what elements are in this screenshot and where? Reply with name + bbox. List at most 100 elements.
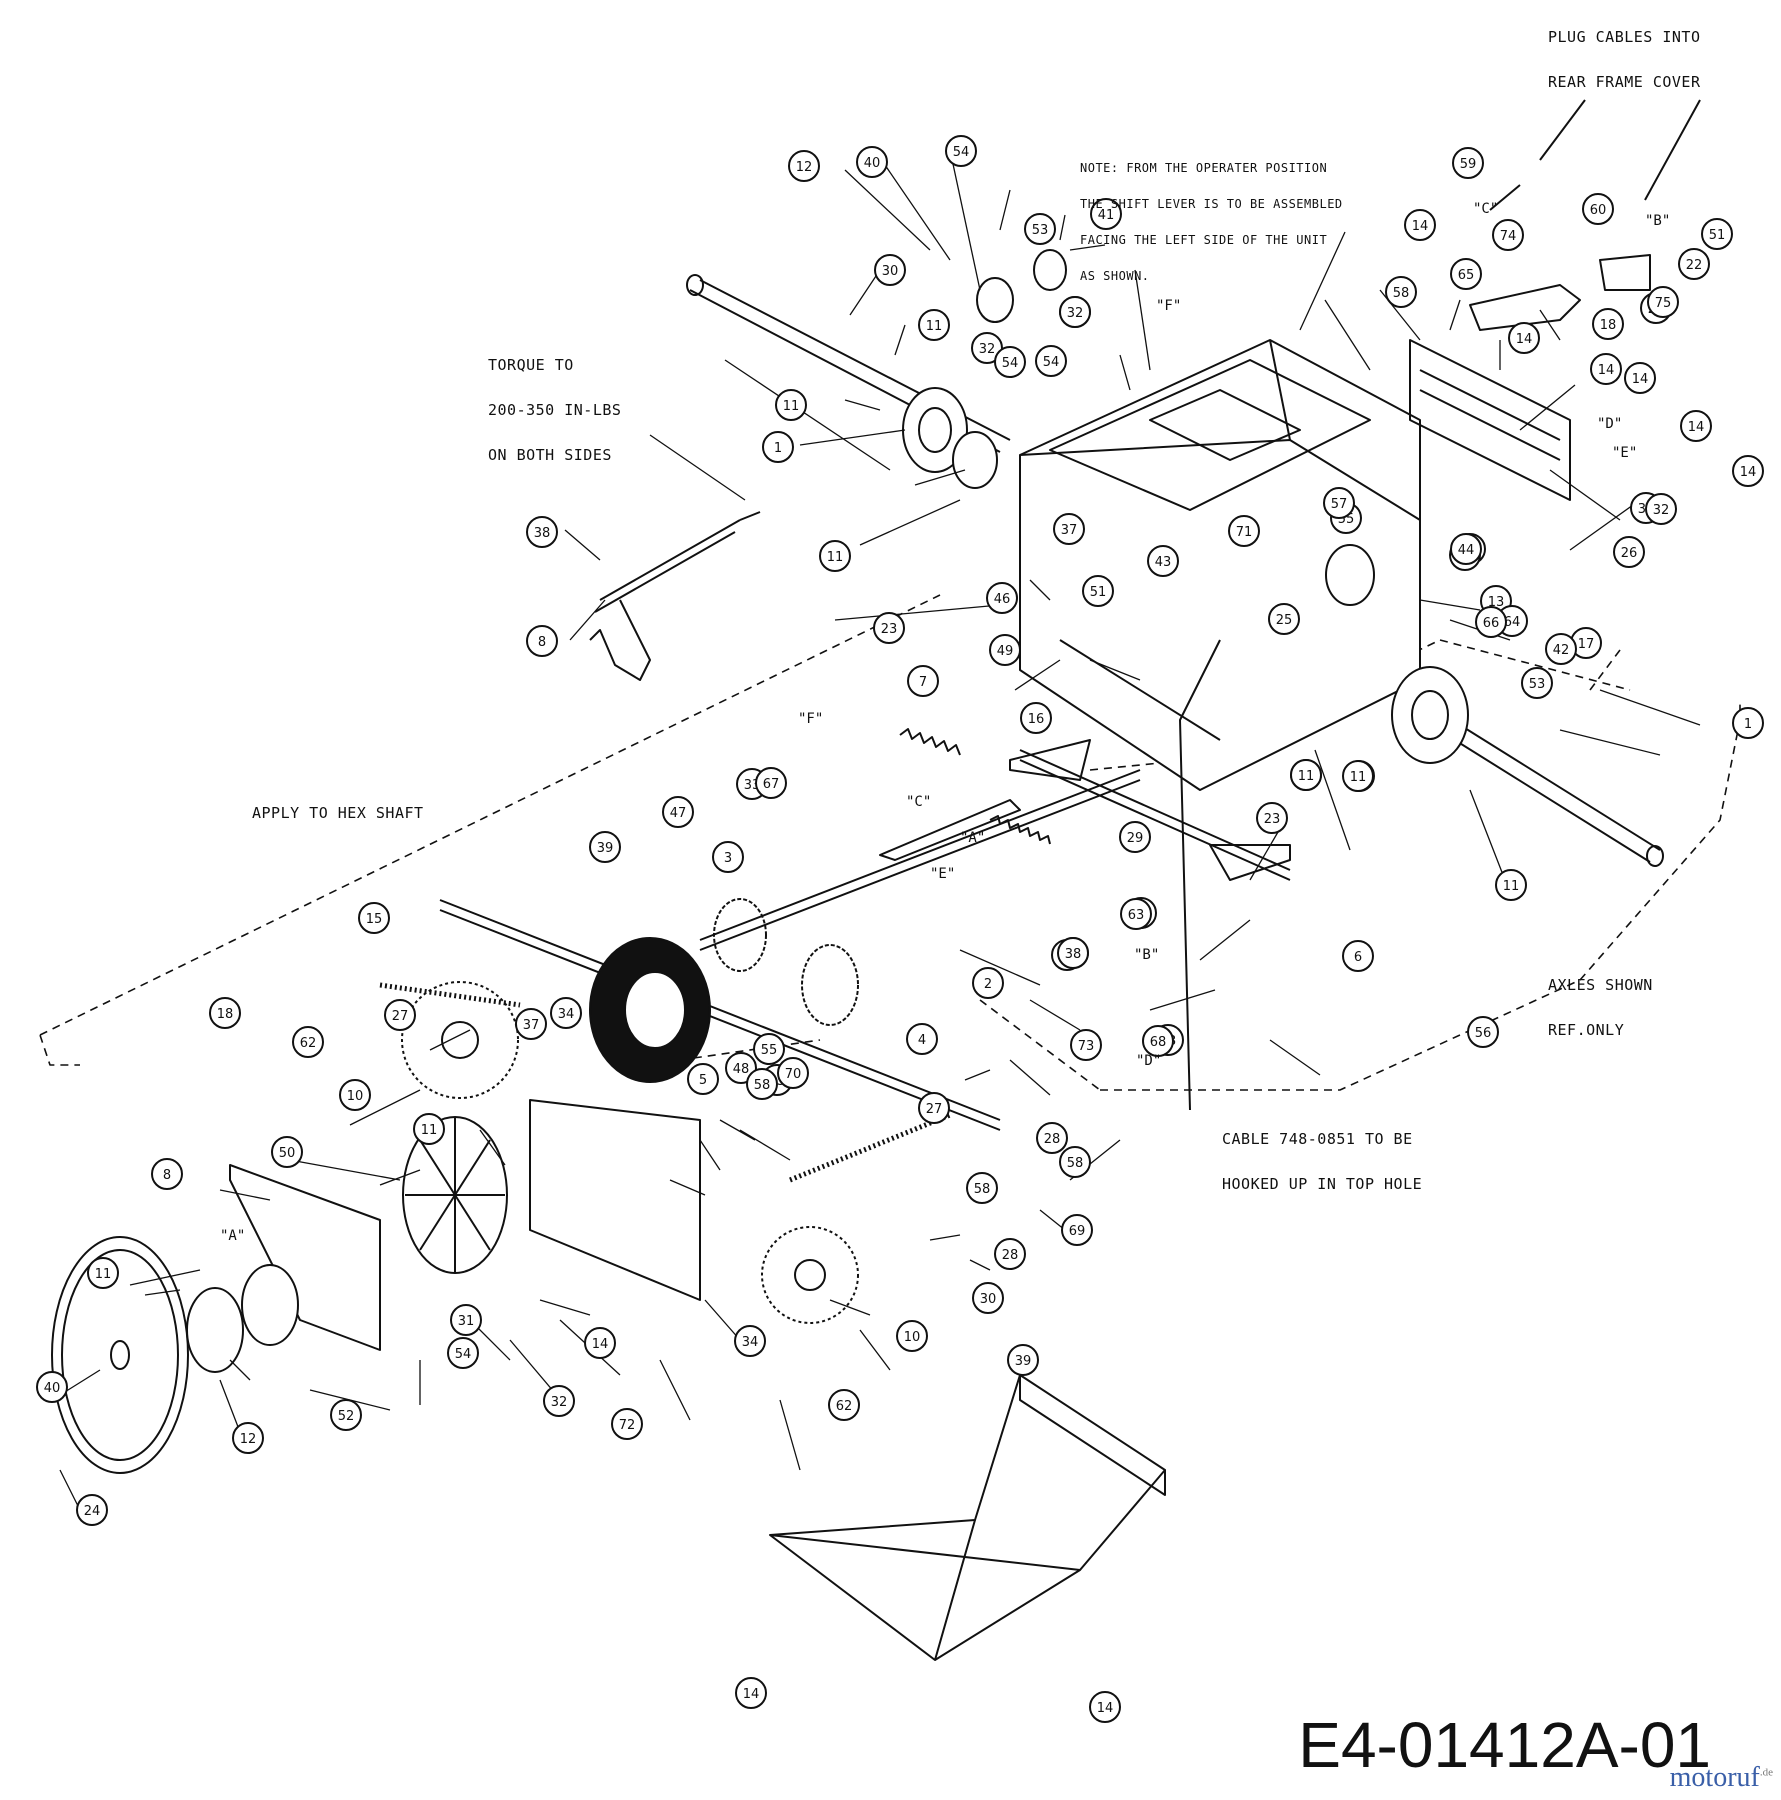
leader-lines — [59, 149, 1701, 1521]
balloon-number: 64 — [1504, 615, 1521, 630]
balloon-circle — [1521, 667, 1553, 699]
balloon-number: 55 — [761, 1043, 778, 1058]
callout-balloons: 1123456788101011111111111111111111121213… — [36, 135, 1764, 1723]
balloon-circle — [1147, 545, 1179, 577]
callout-balloon-72: 72 — [611, 1408, 643, 1440]
note-hex-shaft: APPLY TO HEX SHAFT — [252, 776, 424, 836]
balloon-circle — [526, 516, 558, 548]
watermark-text: motoruf — [1669, 1762, 1760, 1793]
balloon-circle — [1645, 493, 1677, 525]
hub-50 — [186, 1264, 299, 1373]
drive-gear-5 — [589, 937, 711, 1083]
callout-balloon-37: 37 — [1053, 513, 1085, 545]
balloon-circle — [994, 1238, 1026, 1270]
balloon-number: 28 — [1002, 1248, 1019, 1263]
callout-balloon-49: 49 — [989, 634, 1021, 666]
balloon-number: 73 — [1078, 1039, 1095, 1054]
balloon-circle — [450, 1304, 482, 1336]
callout-balloon-70: 70 — [777, 1057, 809, 1089]
balloon-number: 54 — [953, 145, 970, 160]
balloon-number: 57 — [1331, 497, 1348, 512]
balloon-number: 58 — [754, 1078, 771, 1093]
balloon-number: 48 — [733, 1062, 750, 1077]
balloon-circle — [662, 796, 694, 828]
balloon-number: 66 — [1483, 616, 1500, 631]
callout-balloon-71: 71 — [1228, 515, 1260, 547]
balloon-circle — [1036, 1122, 1068, 1154]
balloon-number: 32 — [551, 1395, 568, 1410]
callout-balloon-39: 39 — [1007, 1344, 1039, 1376]
callout-balloon-4: 4 — [906, 1023, 938, 1055]
callout-balloon-14: 14 — [735, 1677, 767, 1709]
callout-balloon-11: 11 — [819, 540, 851, 572]
callout-balloon-1: 1 — [1732, 707, 1764, 739]
balloon-number: 47 — [670, 806, 687, 821]
balloon-circle — [1035, 345, 1067, 377]
balloon-circle — [1256, 802, 1288, 834]
balloon-circle — [712, 841, 744, 873]
balloon-circle — [1082, 575, 1114, 607]
callout-balloon-54: 54 — [447, 1337, 479, 1369]
balloon-number: 31 — [458, 1314, 475, 1329]
callout-balloon-14: 14 — [1089, 1691, 1121, 1723]
note-line: CABLE 748-0851 TO BE — [1222, 1130, 1413, 1148]
reference-letter: "E" — [1612, 445, 1637, 461]
callout-balloon-6: 6 — [1342, 940, 1374, 972]
note-axles: AXLES SHOWN REF.ONLY — [1548, 948, 1653, 1053]
callout-balloon-30: 30 — [972, 1282, 1004, 1314]
callout-balloon-12: 12 — [232, 1422, 264, 1454]
sprocket-right-10 — [761, 1226, 859, 1324]
callout-balloon-18: 18 — [209, 997, 241, 1029]
balloon-number: 50 — [279, 1146, 296, 1161]
reference-letter: "B" — [1645, 213, 1670, 229]
balloon-circle — [1228, 515, 1260, 547]
balloon-circle — [1680, 410, 1712, 442]
callout-balloon-32: 32 — [1059, 296, 1091, 328]
balloon-number: 22 — [1686, 258, 1703, 273]
balloon-number: 27 — [392, 1009, 409, 1024]
balloon-circle — [972, 1282, 1004, 1314]
balloon-circle — [972, 967, 1004, 999]
callout-balloon-47: 47 — [662, 796, 694, 828]
callout-balloon-54: 54 — [994, 346, 1026, 378]
callout-balloon-28: 28 — [1036, 1122, 1068, 1154]
balloon-circle — [1732, 707, 1764, 739]
callout-balloon-23: 23 — [873, 612, 905, 644]
balloon-number: 18 — [217, 1007, 234, 1022]
balloon-circle — [1678, 248, 1710, 280]
balloon-circle — [918, 1092, 950, 1124]
balloon-number: 41 — [1098, 208, 1115, 223]
balloon-circle — [775, 389, 807, 421]
note-line: NOTE: FROM THE OPERATER POSITION — [1080, 161, 1328, 175]
bearing-52 — [1033, 249, 1067, 291]
balloon-circle — [1142, 1025, 1174, 1057]
callout-balloon-51: 51 — [1082, 575, 1114, 607]
balloon-circle — [746, 1068, 778, 1100]
balloon-circle — [543, 1385, 575, 1417]
bearing-left — [952, 431, 998, 489]
callout-balloon-53: 53 — [1024, 213, 1056, 245]
balloon-number: 14 — [1516, 332, 1533, 347]
callout-balloon-12: 12 — [788, 150, 820, 182]
reference-letter: "A" — [960, 830, 985, 846]
balloon-number: 56 — [1475, 1026, 1492, 1041]
balloon-circle — [87, 1257, 119, 1289]
balloon-number: 42 — [1553, 643, 1570, 658]
balloon-number: 53 — [1529, 677, 1546, 692]
callout-balloon-34: 34 — [734, 1325, 766, 1357]
balloon-number: 18 — [1600, 318, 1617, 333]
balloon-circle — [1508, 322, 1540, 354]
reference-outline — [39, 594, 1741, 1091]
balloon-number: 8 — [538, 635, 546, 650]
balloon-number: 67 — [763, 777, 780, 792]
balloon-number: 7 — [919, 675, 927, 690]
balloon-number: 23 — [881, 622, 898, 637]
callout-balloon-55: 55 — [753, 1033, 785, 1065]
balloon-circle — [209, 997, 241, 1029]
callout-balloon-44: 44 — [1450, 533, 1482, 565]
callout-balloon-60: 60 — [1582, 193, 1614, 225]
balloon-number: 5 — [699, 1073, 707, 1088]
drive-plate-8 — [229, 1164, 381, 1351]
callout-balloon-14: 14 — [1508, 322, 1540, 354]
callout-balloon-59: 59 — [1452, 147, 1484, 179]
